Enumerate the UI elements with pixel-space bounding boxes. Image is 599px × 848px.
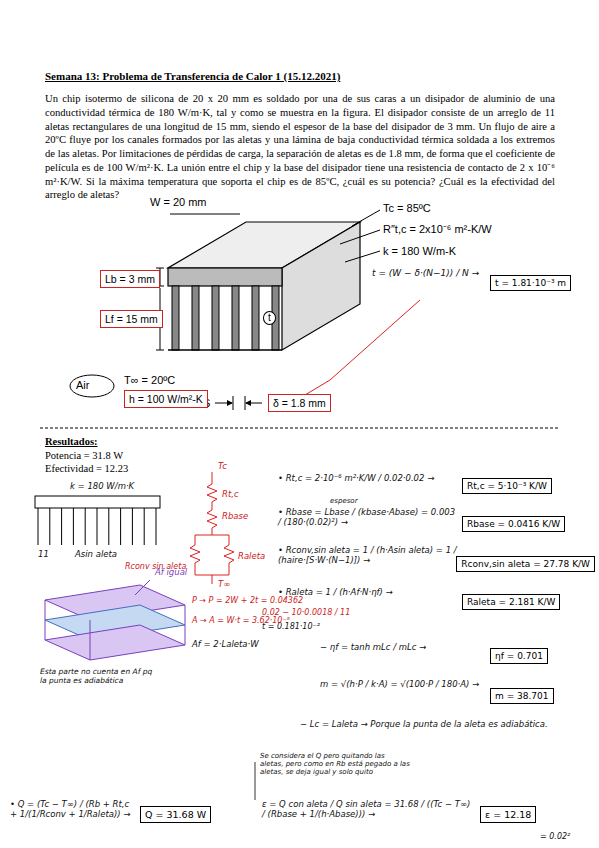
value-box: ε = 12.18 xyxy=(480,806,536,823)
handwritten-note: Tc xyxy=(218,462,227,472)
value-box: Lb = 3 mm xyxy=(100,270,160,288)
node-text: Rconv,sin aleta = 27.78 K/W xyxy=(461,559,590,569)
value-box: m = 38.701 xyxy=(490,688,554,704)
handwritten-note: P → P = 2W + 2t = 0.04362 xyxy=(192,596,303,605)
figure-label: k = 180 W/m-K xyxy=(383,245,456,258)
handwritten-note: m = √(h·P / k·A) = √(100·P / 180·A) → xyxy=(320,680,485,690)
handwritten-note: t = (W − δ·(N−1)) / N → xyxy=(372,268,484,278)
value-box: Rbase = 0.0416 K/W xyxy=(462,516,565,532)
handwritten-note: • Rt,c = 2·10⁻⁶ m²·K/W / 0.02·0.02 → xyxy=(278,474,458,484)
figure-label: T∞ = 20ºC xyxy=(124,374,175,387)
handwritten-note: 0.02 − 10·0.0018 / 11 xyxy=(262,608,350,617)
text-label: Efectividad = 12.23 xyxy=(45,463,128,475)
handwritten-note: Rt,c xyxy=(222,490,239,500)
handwritten-note: T∞ xyxy=(218,580,230,590)
node-text: h = 100 W/m²-K xyxy=(129,393,203,405)
handwritten-note: A → A = W·t = 3.62·10⁻⁵ xyxy=(192,616,290,625)
node-text: t = 1.81·10⁻³ m xyxy=(495,278,566,288)
node-text: ηf = 0.701 xyxy=(495,651,543,661)
value-box: δ = 1.8 mm xyxy=(268,394,331,412)
value-box: Lf = 15 mm xyxy=(100,310,163,328)
node-text: Rt,c = 5·10⁻³ K/W xyxy=(467,481,547,491)
value-box: ηf = 0.701 xyxy=(490,648,548,664)
fin-sketch xyxy=(38,508,156,545)
handwritten-note: • Q = (Tc − T∞) / (Rb + Rt,c + 1/(1/Rcon… xyxy=(10,800,135,820)
handwritten-note: Af = 2·Laleta·W xyxy=(192,640,259,650)
value-box: Q = 31.68 W xyxy=(140,806,211,823)
value-box: Raleta = 2.181 K/W xyxy=(462,594,560,610)
handwritten-note: Rbase xyxy=(222,512,248,522)
figure-label: R″t,c = 2x10⁻⁶ m²-K/W xyxy=(383,223,492,236)
node-text: ε = 12.18 xyxy=(485,809,531,820)
handwritten-note: − ηf = tanh mLc / mLc → xyxy=(320,643,470,653)
text-label: Potencia = 31.8 W xyxy=(45,450,123,462)
base xyxy=(168,268,282,286)
callout-circle: t xyxy=(263,311,276,325)
node-text: Q = 31.68 W xyxy=(145,809,206,820)
node-text: Lb = 3 mm xyxy=(105,273,155,285)
value-box: t = 1.81·10⁻³ m xyxy=(490,275,571,291)
node-text: Rbase = 0.0416 K/W xyxy=(467,519,560,529)
node-text: δ = 1.8 mm xyxy=(273,397,326,409)
value-box: Rconv,sin aleta = 27.78 K/W xyxy=(456,556,595,572)
node-text: Raleta = 2.181 K/W xyxy=(467,597,555,607)
handwritten-note: • Rconv,sin aleta = 1 / (h·Asin aleta) =… xyxy=(278,546,458,566)
fins xyxy=(172,286,279,350)
handwritten-note: Af igual xyxy=(155,568,187,578)
results-heading: Resultados: xyxy=(45,436,98,448)
value-box: h = 100 W/m²-K xyxy=(124,390,208,408)
handwritten-note: 11 xyxy=(38,550,49,560)
figure-label: Tc = 85ºC xyxy=(383,202,431,215)
handwritten-note: Raleta xyxy=(238,552,265,562)
handwritten-note: = 0.02² xyxy=(540,832,570,841)
handwritten-note: Se considera el Q pero quitando las alet… xyxy=(260,752,410,776)
handwritten-note: • Rbase = Lbase / (kbase·Abase) = 0.003 … xyxy=(278,508,458,528)
problem-text: Un chip isotermo de silicona de 20 x 20 … xyxy=(45,92,555,202)
handwritten-note: Asin aleta xyxy=(75,550,117,560)
ellipse-node: Air xyxy=(74,379,91,391)
page-title: Semana 13: Problema de Transferencia de … xyxy=(45,70,340,83)
handwritten-note: ε = Q con aleta / Q sin aleta = 31.68 / … xyxy=(262,800,472,820)
node-text: Air xyxy=(76,379,89,391)
figure-label: W = 20 mm xyxy=(150,196,207,209)
handwritten-note: Esta parte no cuenta en Af pq la punta e… xyxy=(40,668,160,685)
value-box: Rt,c = 5·10⁻³ K/W xyxy=(462,478,552,494)
node-text: Lf = 15 mm xyxy=(105,313,158,325)
node-text: m = 38.701 xyxy=(495,691,549,701)
handwritten-note: − Lc = Laleta → Porque la punta de la al… xyxy=(300,720,580,730)
handwritten-note: espesor xyxy=(330,497,358,505)
handwritten-note: • Raleta = 1 / (h·Af·N·ηf) → xyxy=(278,588,458,598)
handwritten-note: k = 180 W/m·K xyxy=(70,482,134,492)
